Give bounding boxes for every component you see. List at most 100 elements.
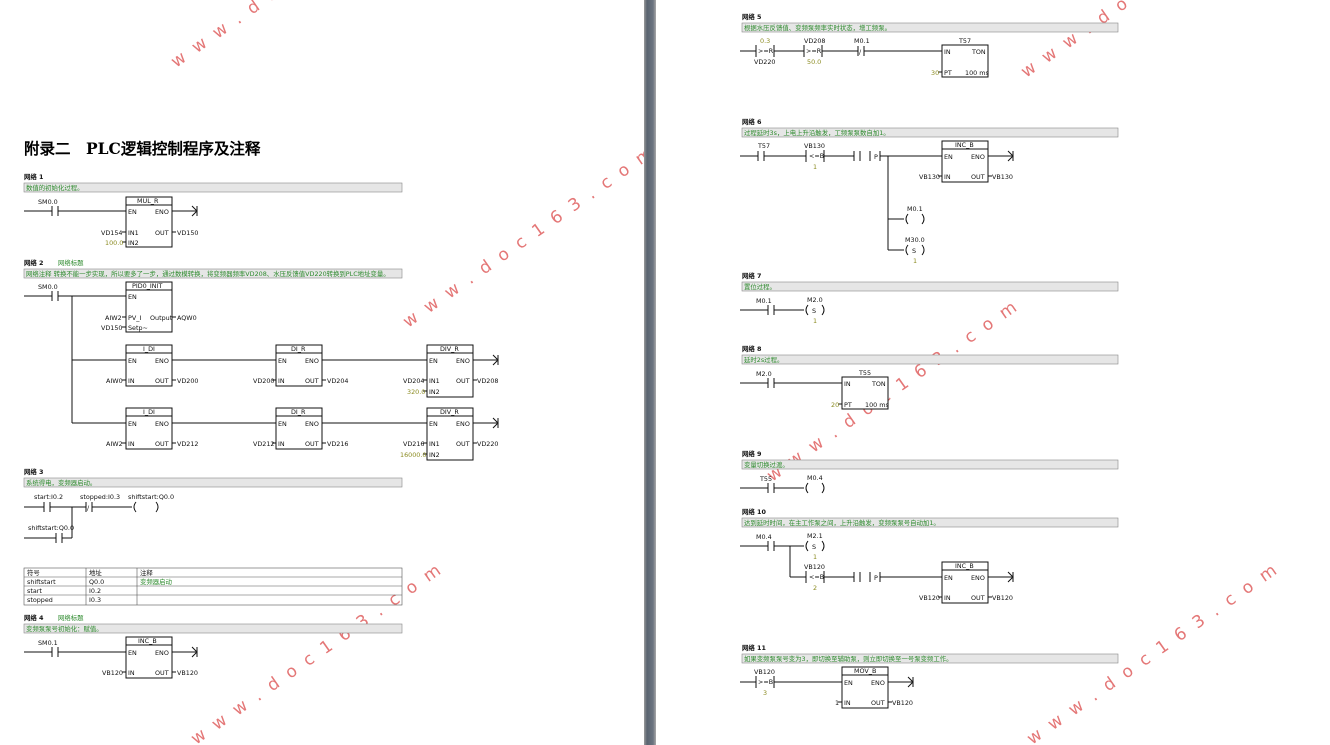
page-gutter <box>644 0 656 745</box>
contact-label: SM0.0 <box>38 198 58 206</box>
operand-constant: 0.3 <box>760 37 770 45</box>
ladder-diagram-right: w w w . d o c 1 6 3 . c o m w w w . d o … <box>740 0 1283 745</box>
operand: VB130 <box>992 173 1013 181</box>
table-header: 地址 <box>89 568 102 577</box>
edge-p-label: P <box>874 574 878 582</box>
network-comment-bar <box>741 281 1119 292</box>
pin-in2: IN2 <box>429 388 440 396</box>
network-comment-bar <box>23 268 403 279</box>
coil-set: S <box>912 247 916 255</box>
pin-eno: ENO <box>155 420 169 428</box>
network-label: 网络 9 <box>742 449 762 458</box>
watermark: w w w . d o c 1 6 3 . c o m <box>1017 0 1277 82</box>
function-block-inc-b <box>941 140 989 183</box>
function-block-div-r <box>426 344 474 398</box>
operand: AIW2 <box>105 314 122 322</box>
table-cell: stopped <box>27 596 53 604</box>
block-name: MOV_B <box>854 667 876 675</box>
contact-label: T57 <box>757 142 770 150</box>
table-cell: Q0.0 <box>89 578 104 586</box>
operand: VD150 <box>177 229 199 237</box>
pin-in: IN <box>278 440 285 448</box>
table-cell: I0.2 <box>89 587 101 595</box>
operand-constant: 3 <box>763 689 767 697</box>
pin-output: Output <box>150 314 173 322</box>
operand: VB120 <box>992 594 1013 602</box>
pin-pv: PV_I <box>128 314 141 322</box>
table-header: 注释 <box>140 568 153 577</box>
operand: VB120 <box>919 594 940 602</box>
contact-negation: / <box>87 504 90 512</box>
operand-constant: 20 <box>831 401 839 409</box>
pin-in: IN <box>844 699 851 707</box>
function-block-div-r <box>426 407 474 461</box>
ladder-diagram-left: w w w . d o c 1 6 3 . c o m w w w . d o … <box>23 0 644 745</box>
pin-eno: ENO <box>456 420 470 428</box>
coil-label: M2.1 <box>807 532 823 540</box>
appendix-title: 附录二 PLC逻辑控制程序及注释 <box>24 139 261 158</box>
pin-in: IN <box>944 173 951 181</box>
table-cell: start <box>27 587 42 595</box>
network-label: 网络 4 <box>24 613 44 622</box>
network-label: 网络 8 <box>742 344 762 353</box>
symbol-table: 符号 地址 注释 shiftstart Q0.0 变频器启动 start I0.… <box>23 567 403 606</box>
pin-in2: IN2 <box>429 451 440 459</box>
network-comment-bar <box>741 354 1119 365</box>
pin-en: EN <box>128 420 137 428</box>
function-block-inc-b <box>125 636 173 679</box>
network-comment: 数值的初始化过程。 <box>26 183 84 192</box>
pin-eno: ENO <box>971 153 985 161</box>
network-comment-bar <box>23 477 403 488</box>
pin-eno: ENO <box>456 357 470 365</box>
block-name: PID0_INIT <box>132 282 162 290</box>
block-name: DI_R <box>291 345 306 353</box>
pin-eno: ENO <box>971 574 985 582</box>
pin-out: OUT <box>155 440 169 448</box>
table-cell: shiftstart <box>27 578 56 586</box>
operand-constant: 1 <box>813 317 817 325</box>
timer-type: TON <box>971 48 986 56</box>
coil-label: shiftstart:Q0.0 <box>128 493 174 501</box>
coil-label: M0.4 <box>807 474 823 482</box>
pin-eno: ENO <box>155 208 169 216</box>
watermark: w w w . d o c 1 6 3 . c o m <box>399 142 644 332</box>
pin-out: OUT <box>456 377 470 385</box>
network-label: 网络 11 <box>742 643 766 652</box>
pin-in: IN <box>844 380 851 388</box>
compare-operator: >=R <box>806 47 822 55</box>
pin-en: EN <box>278 357 287 365</box>
pin-eno: ENO <box>155 357 169 365</box>
pin-in: IN <box>128 669 135 677</box>
contact-label: M2.0 <box>756 370 772 378</box>
operand: VD212 <box>253 440 275 448</box>
coil-set: S <box>812 307 816 315</box>
pin-en: EN <box>844 679 853 687</box>
contact-label: stopped:I0.3 <box>80 493 120 501</box>
timer-label: T57 <box>958 37 971 45</box>
pin-en: EN <box>128 208 137 216</box>
timer-base: 100 ms <box>965 69 989 77</box>
operand-constant: 320.0 <box>407 388 425 396</box>
coil-set: S <box>812 543 816 551</box>
watermark: w w w . d o c 1 6 3 . c o m <box>167 0 427 72</box>
operand: VB120 <box>177 669 198 677</box>
block-name: DIV_R <box>440 345 459 353</box>
network-label: 网络 7 <box>742 271 761 280</box>
operand: VD204 <box>403 377 425 385</box>
pin-en: EN <box>944 574 953 582</box>
function-block-mov-b <box>841 666 889 709</box>
operand-constant: 50.0 <box>807 58 821 66</box>
block-name: INC_B <box>955 141 974 149</box>
block-name: DI_R <box>291 408 306 416</box>
timer-type: TON <box>871 380 886 388</box>
network-comment-bar <box>741 653 1119 664</box>
operand: VD150 <box>101 324 123 332</box>
contact-label: M0.1 <box>756 297 772 305</box>
network-comment: 如果变频泵泵号变为3，即切换至辅助泵，则立即切换至一号泵变频工作。 <box>744 654 953 663</box>
operand: VB130 <box>919 173 940 181</box>
operand: VD220 <box>477 440 499 448</box>
network-label: 网络 5 <box>742 12 761 21</box>
pin-out: OUT <box>971 594 985 602</box>
operand: VD212 <box>177 440 199 448</box>
pin-en: EN <box>429 357 438 365</box>
